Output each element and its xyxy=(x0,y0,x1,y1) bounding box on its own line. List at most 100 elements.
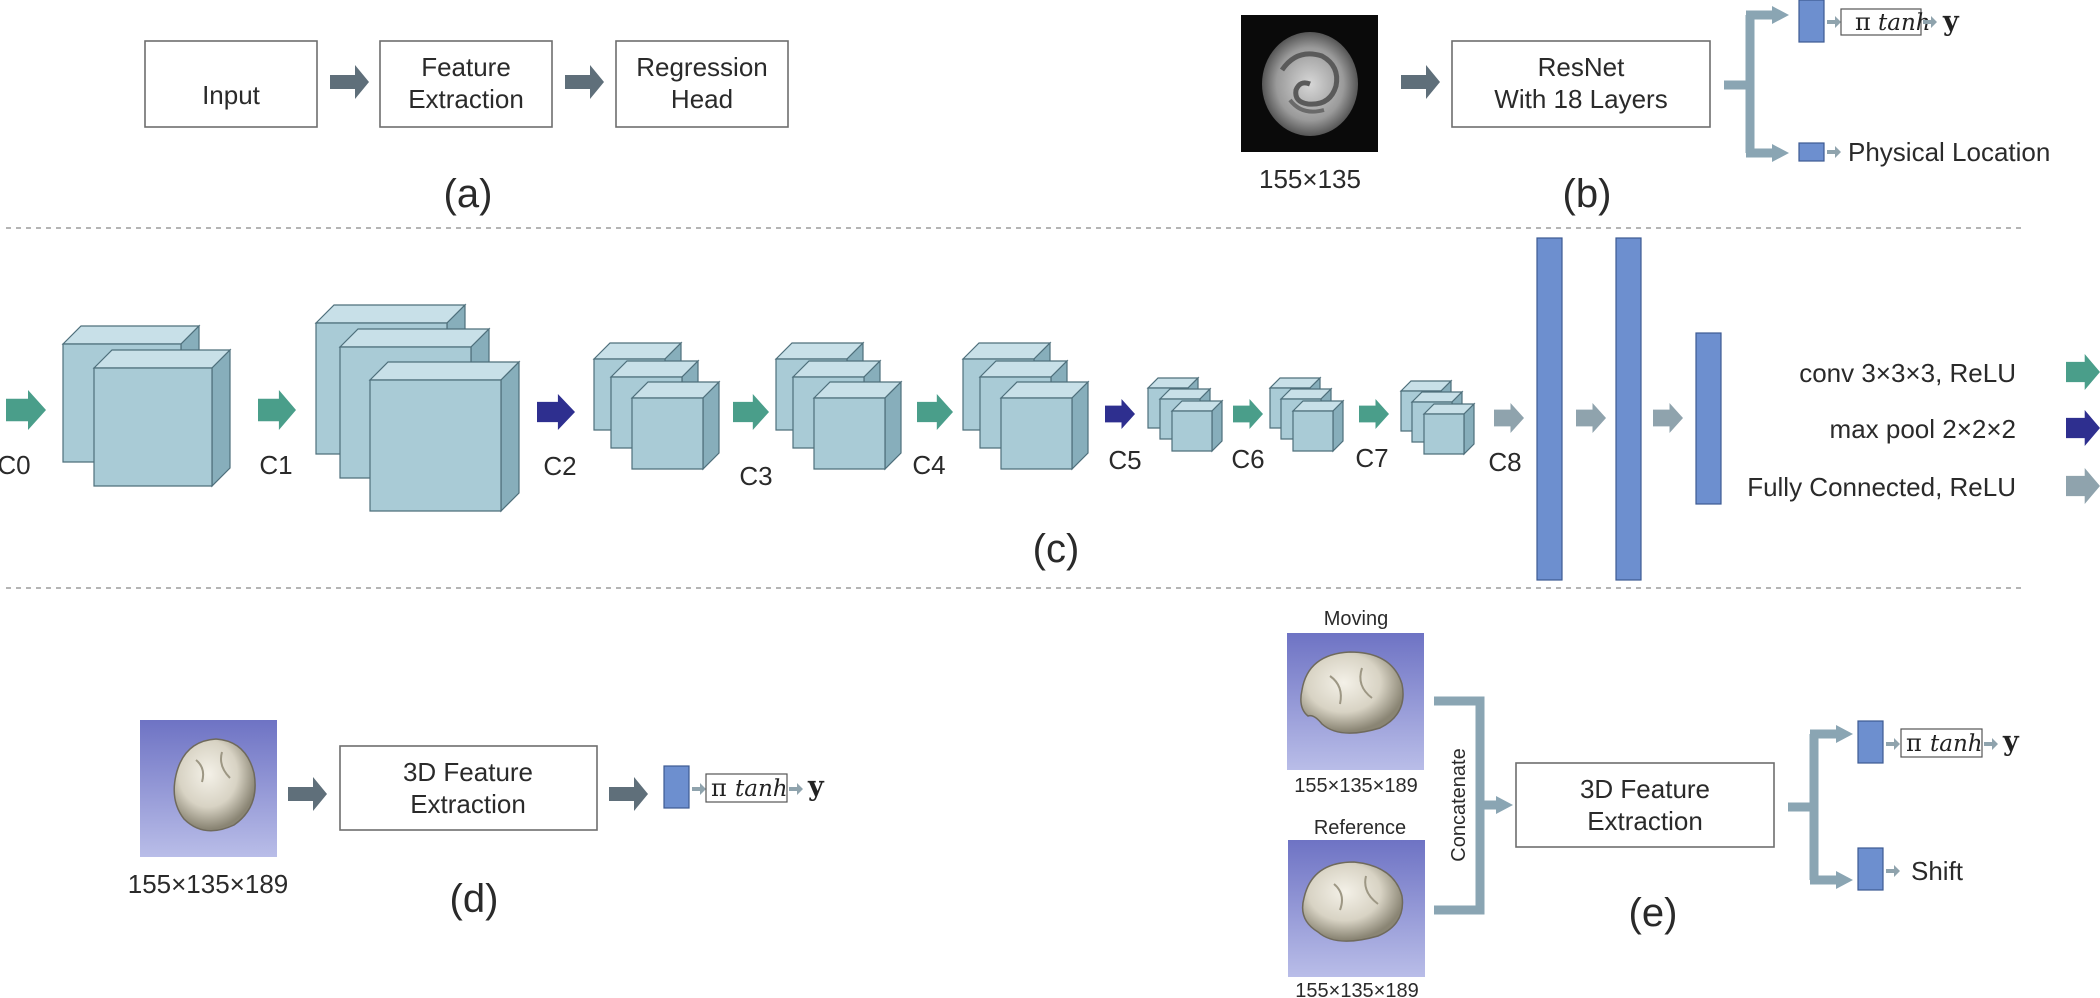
output-neuron-angle xyxy=(663,765,690,809)
output-neuron-shift xyxy=(1857,847,1884,891)
physical-location-label: Physical Location xyxy=(1848,137,2050,167)
feature-extraction-box xyxy=(379,40,553,128)
legend-conv-arrow xyxy=(2066,354,2100,390)
legend-fc-text: Fully Connected, ReLU xyxy=(1747,472,2016,502)
layer-label: C8 xyxy=(1488,447,1521,477)
cube-front xyxy=(1423,413,1465,455)
legend-pool-text: max pool 2×2×2 xyxy=(1830,414,2016,444)
moving-brain-image xyxy=(1287,633,1424,770)
output-neuron-angle xyxy=(1798,0,1825,43)
brain-volume-image xyxy=(140,720,277,857)
cube-side xyxy=(1071,380,1089,471)
pi-symbol: π xyxy=(1906,729,1922,757)
cube-front xyxy=(93,367,213,487)
cube-top xyxy=(338,328,491,348)
regression-head-box xyxy=(615,40,789,128)
panel-b-label: (b) xyxy=(1563,172,1612,216)
pi-symbol: π xyxy=(711,774,727,802)
legend-pool-arrow xyxy=(2066,410,2100,446)
split-bracket xyxy=(1724,10,1778,158)
fc-bar-2 xyxy=(1615,237,1642,581)
input-box xyxy=(144,40,318,128)
flow-arrow xyxy=(565,65,604,99)
layer-label: C3 xyxy=(739,461,772,491)
cube-top xyxy=(61,325,201,345)
cube-side xyxy=(500,360,520,513)
conv-arrow xyxy=(733,394,769,430)
cube-top xyxy=(314,304,467,324)
layer-label: C6 xyxy=(1231,444,1264,474)
cube-top xyxy=(92,349,232,369)
pi-tanh-box xyxy=(1840,8,1922,36)
panel-e-label: (e) xyxy=(1629,891,1678,935)
cube-front xyxy=(631,397,704,470)
fc-arrow xyxy=(1576,403,1606,433)
shift-label: Shift xyxy=(1911,856,1964,886)
fc-arrow xyxy=(1653,403,1683,433)
split-bracket xyxy=(1788,729,1842,885)
cube-front xyxy=(1292,410,1334,452)
cube-front xyxy=(1000,397,1073,470)
cube-front xyxy=(1171,410,1213,452)
feature-extraction-3d-box xyxy=(339,745,598,831)
moving-image-size: 155×135×189 xyxy=(1294,775,1417,797)
brain-image-size: 155×135×189 xyxy=(128,869,289,899)
output-y: y xyxy=(1942,6,1960,37)
panel-e: Moving 155×135×189 Reference 155×135×189… xyxy=(1287,608,2020,998)
cube-front xyxy=(369,379,502,512)
panel-c-label: (c) xyxy=(1033,527,1080,571)
output-neuron-angle xyxy=(1857,720,1884,764)
feature-extraction-3d-box xyxy=(1515,762,1775,848)
tanh-label: tanh xyxy=(735,776,788,802)
input-label: Input xyxy=(202,80,261,110)
flow-arrow xyxy=(288,777,327,811)
conv-arrow xyxy=(917,394,953,430)
conv-arrow xyxy=(258,390,296,430)
output-y: y xyxy=(807,771,825,802)
reference-brain-image xyxy=(1288,840,1425,977)
output-neuron-location xyxy=(1798,142,1825,162)
flow-arrow xyxy=(1401,65,1440,99)
concatenate-label: Concatenate xyxy=(1448,748,1470,861)
panel-a-label: (a) xyxy=(444,172,493,216)
cube-side xyxy=(211,348,231,488)
conv-arrow xyxy=(6,390,46,430)
reference-label: Reference xyxy=(1314,817,1406,839)
cube-top xyxy=(368,361,521,381)
fc-arrow xyxy=(1494,403,1524,433)
cube-side xyxy=(702,380,720,471)
pool-arrow xyxy=(537,394,575,430)
flow-arrow xyxy=(609,777,648,811)
panel-d-label: (d) xyxy=(450,877,499,921)
cube-front xyxy=(813,397,886,470)
fc-bar-1 xyxy=(1536,237,1563,581)
moving-label: Moving xyxy=(1324,608,1388,630)
output-y: y xyxy=(2002,726,2020,757)
layer-label: C0 xyxy=(0,450,31,480)
layer-label: C7 xyxy=(1355,443,1388,473)
fc-bar-3 xyxy=(1695,332,1722,505)
mri-slice-image xyxy=(1241,15,1378,152)
pi-tanh-box xyxy=(705,773,788,803)
layer-label: C2 xyxy=(543,451,576,481)
conv-arrow xyxy=(1359,399,1389,429)
flow-arrow xyxy=(330,65,369,99)
layer-label: C1 xyxy=(259,450,292,480)
pool-arrow xyxy=(1105,399,1135,429)
layer-label: C4 xyxy=(912,450,945,480)
layer-label: C5 xyxy=(1108,445,1141,475)
panel-c: (c) conv 3×3×3, ReLU max pool 2×2×2 Full… xyxy=(0,237,2100,581)
legend-conv-text: conv 3×3×3, ReLU xyxy=(1799,358,2016,388)
tanh-label: tanh xyxy=(1878,10,1931,36)
reference-image-size: 155×135×189 xyxy=(1295,980,1418,998)
pi-tanh-box xyxy=(1900,728,1983,758)
legend-fc-arrow xyxy=(2066,468,2100,504)
